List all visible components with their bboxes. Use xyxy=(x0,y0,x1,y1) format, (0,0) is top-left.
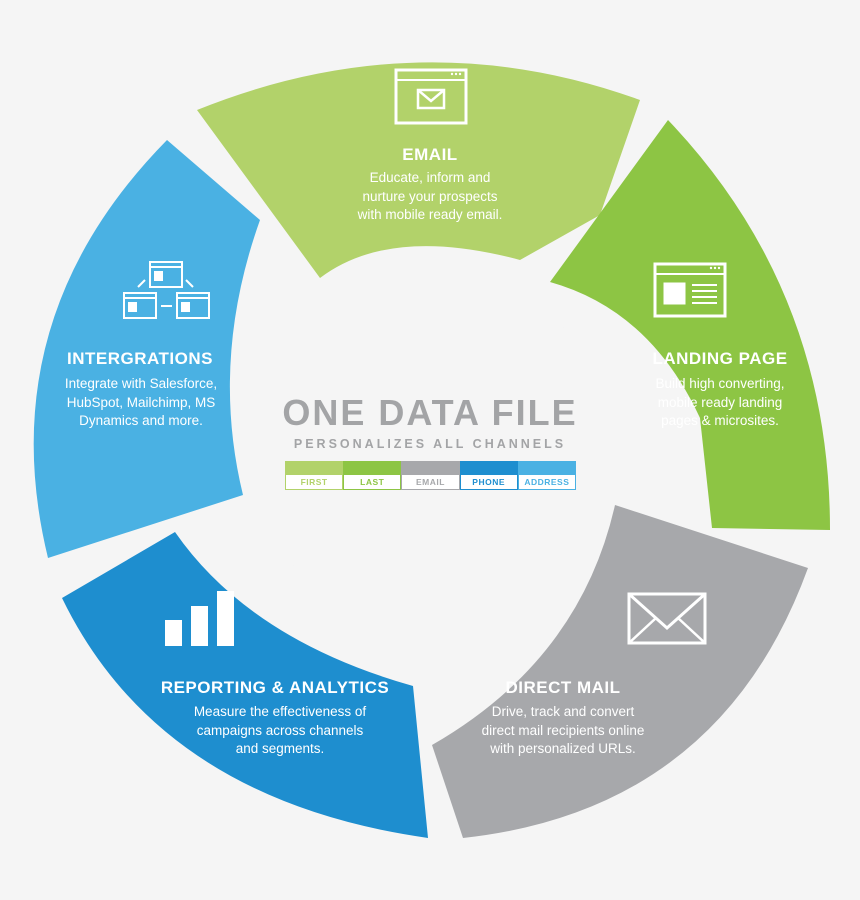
email-description: Educate, inform and nurture your prospec… xyxy=(357,170,503,222)
field-email-bar xyxy=(401,461,460,475)
landing-page-description: Build high converting, mobile ready land… xyxy=(655,376,785,428)
landing-page-icon xyxy=(653,262,727,318)
email-window-icon xyxy=(394,68,468,125)
integrations-icon xyxy=(123,261,210,319)
field-address-bar xyxy=(517,461,576,475)
field-address: ADDRESS xyxy=(517,461,576,490)
envelope-icon xyxy=(627,592,707,645)
field-email-label: EMAIL xyxy=(401,475,460,490)
field-first-bar xyxy=(285,461,344,475)
field-email: EMAIL xyxy=(401,461,460,490)
field-phone-label: PHONE xyxy=(459,475,518,490)
integrations-segment xyxy=(33,140,260,558)
data-fields: FIRST LAST EMAIL PHONE ADDRESS xyxy=(285,461,576,490)
bar-chart-icon xyxy=(165,591,234,646)
integrations-title: INTERGRATIONS xyxy=(67,349,213,368)
field-phone: PHONE xyxy=(459,461,518,490)
reporting-description: Measure the effectiveness of campaigns a… xyxy=(193,704,367,756)
center-circle xyxy=(250,268,610,628)
field-last-bar xyxy=(343,461,402,475)
center-title: ONE DATA FILE xyxy=(282,392,578,433)
direct-mail-title: DIRECT MAIL xyxy=(505,678,621,697)
field-last-label: LAST xyxy=(343,475,402,490)
direct-mail-segment xyxy=(432,505,808,838)
integrations-description: Integrate with Salesforce, HubSpot, Mail… xyxy=(64,376,218,428)
center-subtitle: PERSONALIZES ALL CHANNELS xyxy=(293,437,567,451)
email-title: EMAIL xyxy=(402,145,458,164)
reporting-segment xyxy=(62,532,428,838)
reporting-title: REPORTING & ANALYTICS xyxy=(160,678,390,697)
landing-page-title: LANDING PAGE xyxy=(652,349,788,368)
field-last: LAST xyxy=(343,461,402,490)
direct-mail-description: Drive, track and convert direct mail rec… xyxy=(481,704,645,756)
field-first-label: FIRST xyxy=(285,475,344,490)
field-address-label: ADDRESS xyxy=(517,475,576,490)
field-phone-bar xyxy=(459,461,518,475)
field-first: FIRST xyxy=(285,461,344,490)
email-segment xyxy=(197,62,640,279)
landing-page-segment xyxy=(550,120,830,530)
